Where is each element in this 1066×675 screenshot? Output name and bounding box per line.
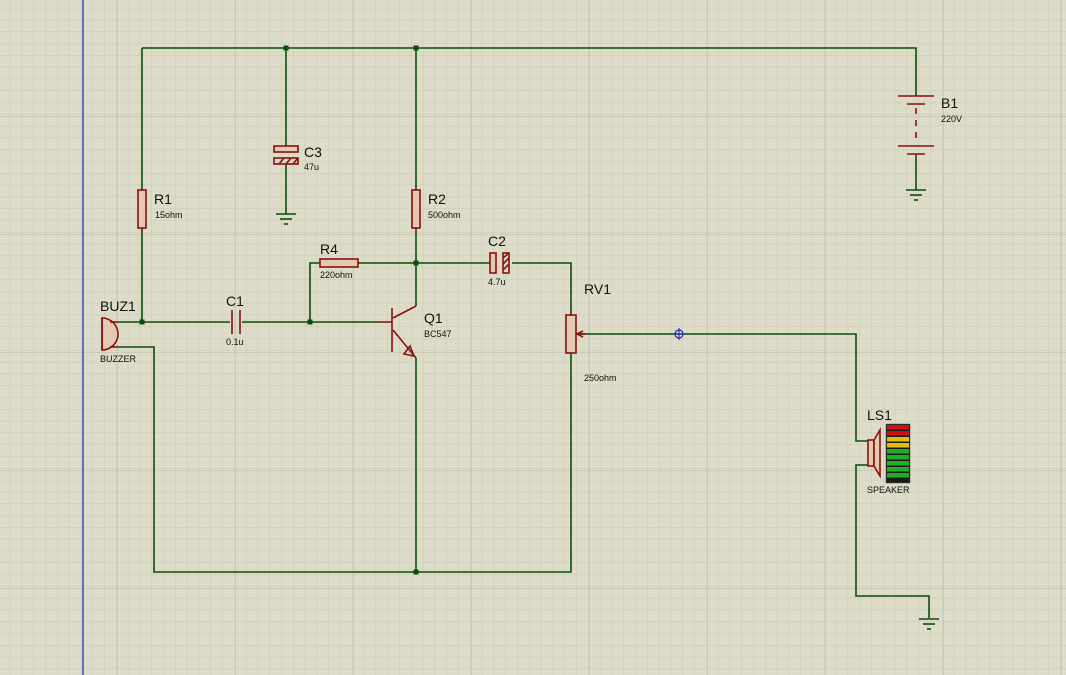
b1-ref-label: B1 xyxy=(941,95,958,111)
junction-dot xyxy=(307,319,313,325)
r1-value-label: 15ohm xyxy=(155,210,183,220)
r4-value-label: 220ohm xyxy=(320,270,353,280)
buz1-ref-label: BUZ1 xyxy=(100,298,136,314)
component-c1[interactable]: C1 0.1u xyxy=(226,293,244,347)
potentiometer-icon xyxy=(565,314,586,354)
battery-icon xyxy=(898,95,934,155)
rv1-ref-label: RV1 xyxy=(584,281,611,297)
r2-ref-label: R2 xyxy=(428,191,446,207)
junction-dot xyxy=(139,319,145,325)
rv1-value-label: 250ohm xyxy=(584,373,617,383)
wire-wiper-to-speaker[interactable] xyxy=(580,333,868,442)
q1-value-label: BC547 xyxy=(424,329,452,339)
component-r4[interactable]: R4 220ohm xyxy=(319,241,359,280)
junction-dot xyxy=(413,260,419,266)
buzzer-icon xyxy=(101,317,119,351)
r4-ref-label: R4 xyxy=(320,241,338,257)
npn-transistor-icon xyxy=(378,305,417,359)
c3-ref-label: C3 xyxy=(304,144,322,160)
polarized-capacitor-icon xyxy=(273,145,299,165)
polarized-capacitor-icon xyxy=(489,252,510,274)
b1-value-label: 220V xyxy=(941,114,962,124)
c1-value-label: 0.1u xyxy=(226,337,244,347)
component-b1[interactable]: B1 220V xyxy=(898,95,962,155)
wire-top-rail[interactable] xyxy=(142,47,917,96)
level-meter-icon xyxy=(885,423,911,484)
r2-value-label: 500ohm xyxy=(428,210,461,220)
component-ls1[interactable]: LS1 SPEAKER xyxy=(867,407,911,495)
c3-value-label: 47u xyxy=(304,162,319,172)
component-r1[interactable]: R1 15ohm xyxy=(137,189,183,229)
ground-icon[interactable] xyxy=(906,189,926,201)
wire-c2-to-rv1[interactable] xyxy=(512,262,572,315)
ls1-ref-label: LS1 xyxy=(867,407,892,423)
c1-ref-label: C1 xyxy=(226,293,244,309)
resistor-icon xyxy=(319,258,359,268)
component-buz1[interactable]: BUZ1 BUZZER xyxy=(100,298,137,364)
wire-buzzer-bottom[interactable] xyxy=(118,346,572,573)
component-c3[interactable]: C3 47u xyxy=(273,144,322,172)
speaker-icon xyxy=(867,427,881,479)
junction-dot xyxy=(413,569,419,575)
capacitor-icon xyxy=(231,310,241,334)
probe-marker-icon[interactable] xyxy=(673,328,685,340)
q1-ref-label: Q1 xyxy=(424,310,443,326)
wire-speaker-to-ground[interactable] xyxy=(855,464,930,618)
resistor-icon xyxy=(137,189,147,229)
component-c2[interactable]: C2 4.7u xyxy=(488,233,510,287)
ground-icon[interactable] xyxy=(276,213,296,225)
wire-r4-left[interactable] xyxy=(309,262,320,322)
r1-ref-label: R1 xyxy=(154,191,172,207)
junctions xyxy=(139,45,419,575)
component-rv1[interactable]: RV1 250ohm xyxy=(565,281,617,383)
resistor-icon xyxy=(411,189,421,229)
junction-dot xyxy=(413,45,419,51)
c2-ref-label: C2 xyxy=(488,233,506,249)
ls1-value-label: SPEAKER xyxy=(867,485,910,495)
component-r2[interactable]: R2 500ohm xyxy=(411,189,461,229)
component-q1[interactable]: Q1 BC547 xyxy=(378,305,452,359)
junction-dot xyxy=(283,45,289,51)
ground-icon[interactable] xyxy=(919,618,939,630)
buz1-value-label: BUZZER xyxy=(100,354,137,364)
c2-value-label: 4.7u xyxy=(488,277,506,287)
